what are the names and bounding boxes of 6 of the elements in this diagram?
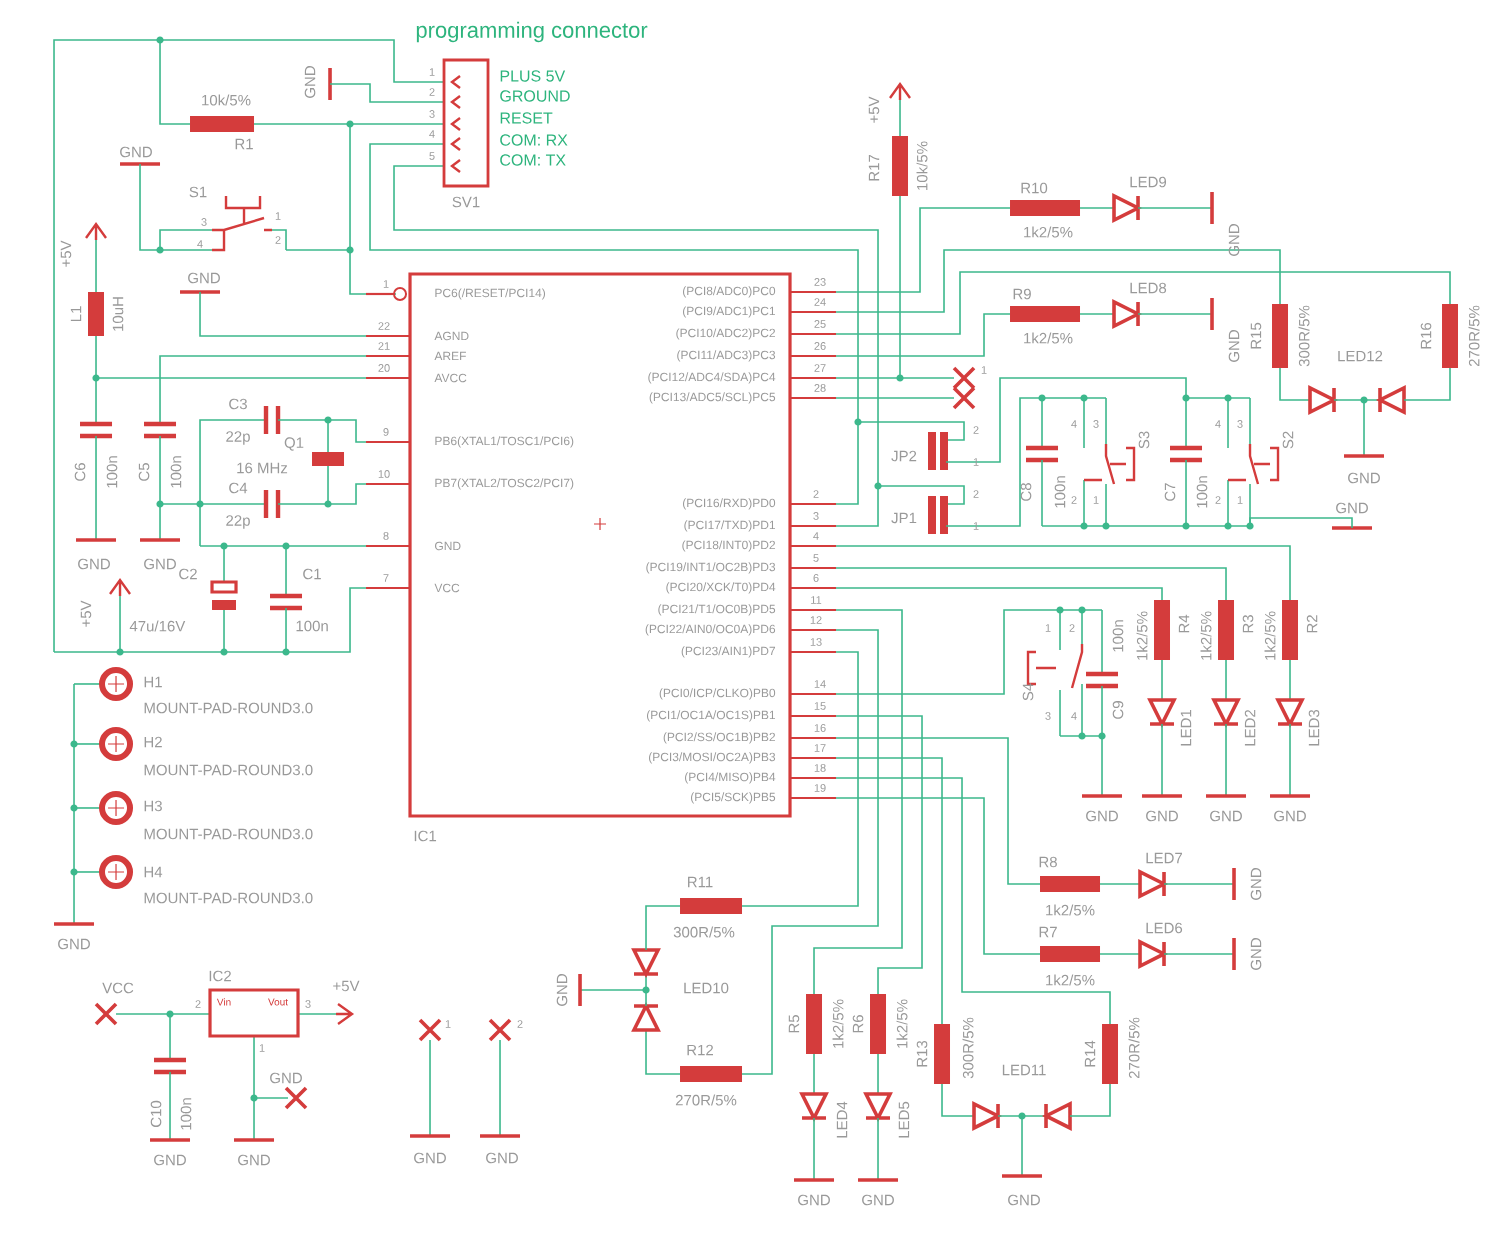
heading: programming connector	[416, 21, 648, 43]
signal-label: RESET	[500, 112, 553, 124]
signal-label: COM: TX	[500, 154, 566, 166]
signal-label: GROUND	[500, 90, 570, 102]
signal-label: PLUS 5V	[500, 70, 566, 82]
signal-label: COM: RX	[500, 134, 568, 146]
